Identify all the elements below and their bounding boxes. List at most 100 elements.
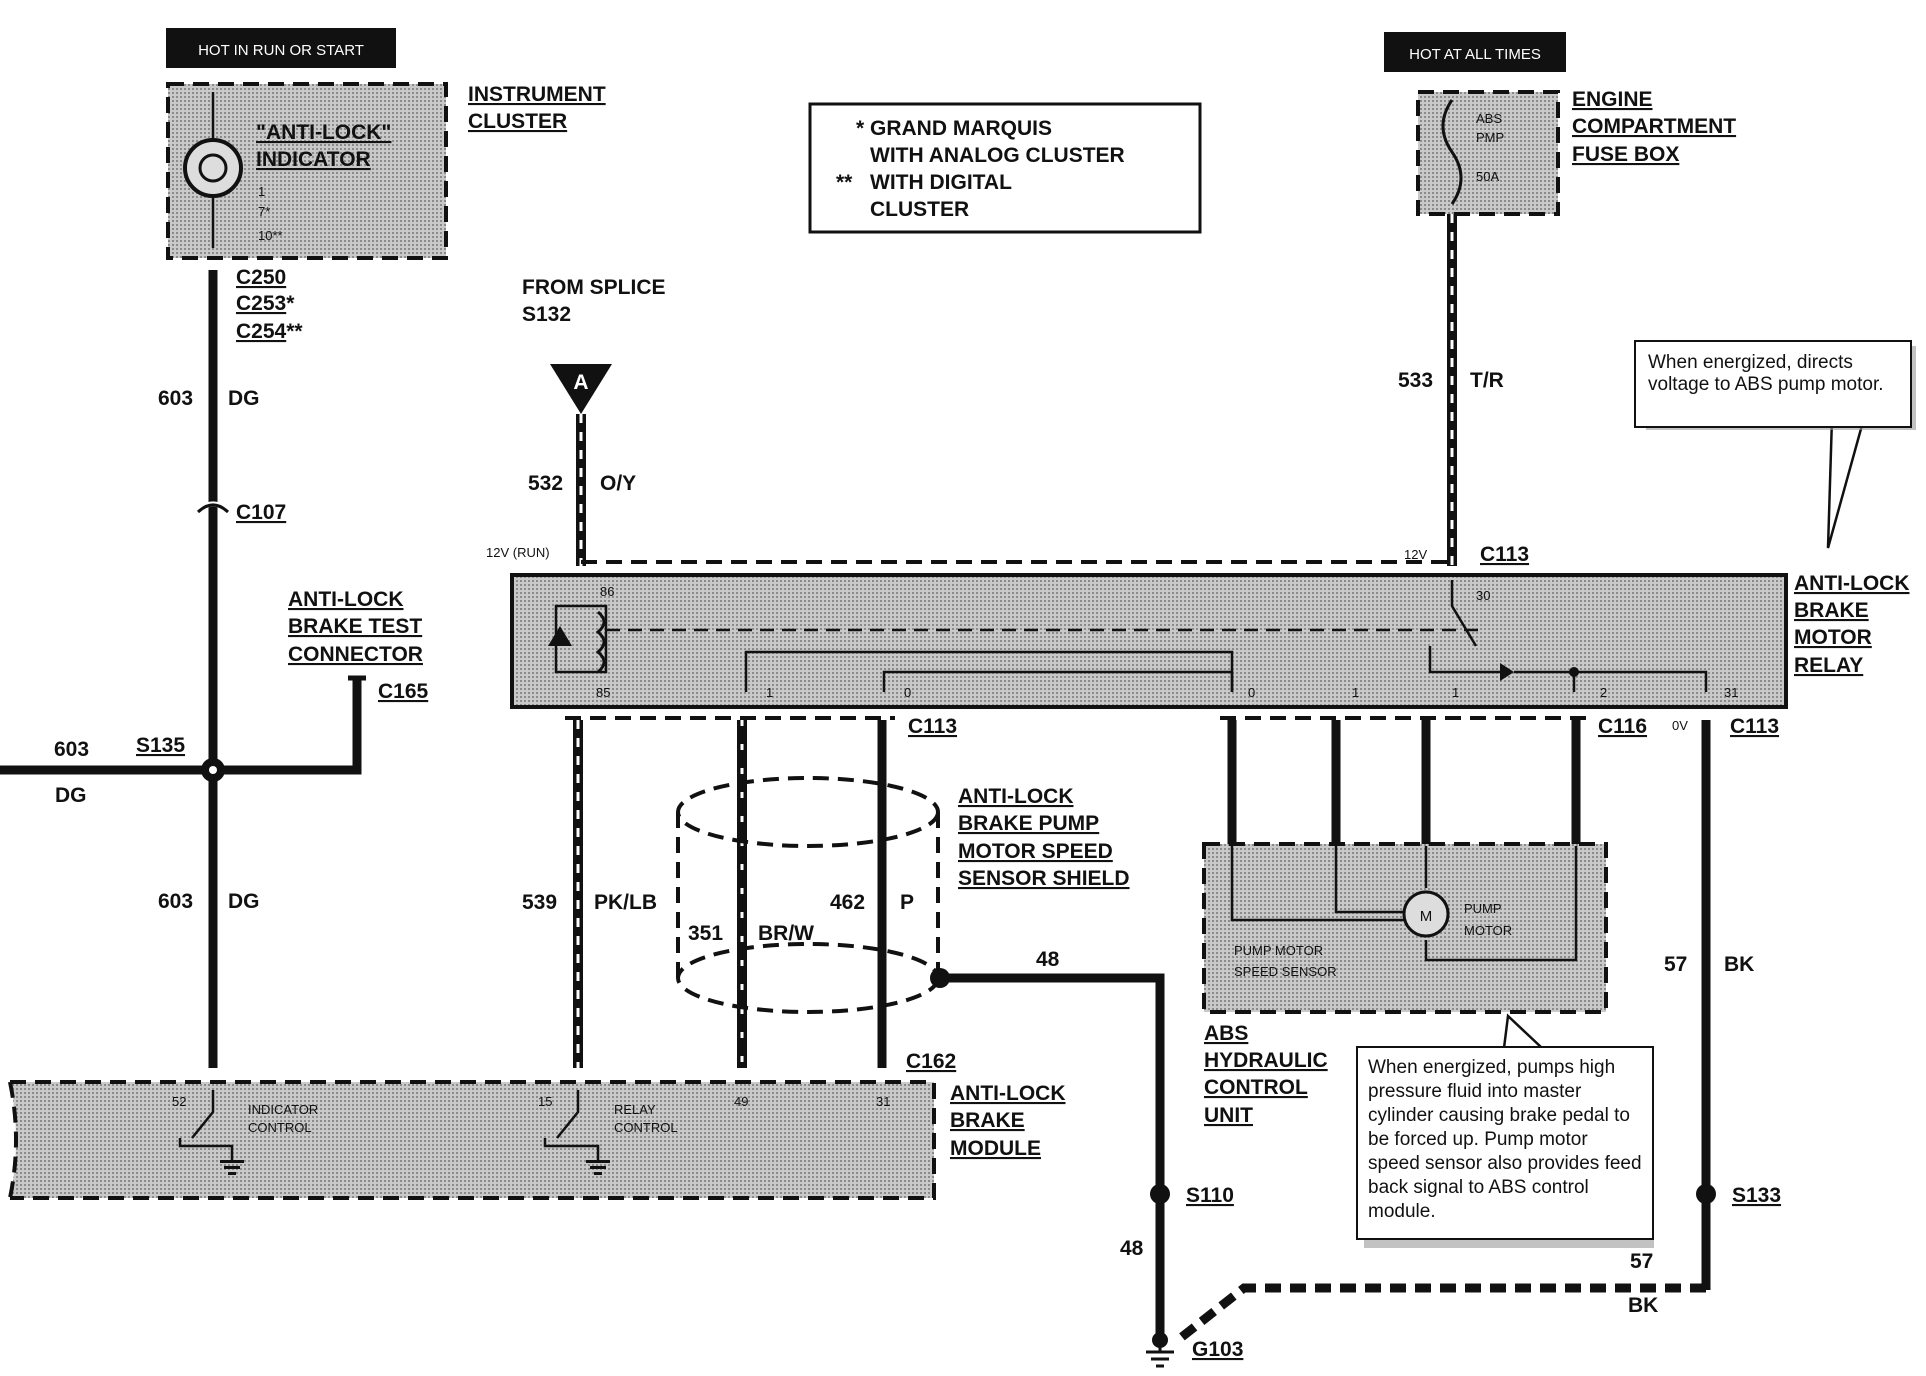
svg-text:539: 539: [522, 891, 557, 914]
svg-text:BRAKE: BRAKE: [1794, 599, 1869, 622]
svg-text:HYDRAULIC: HYDRAULIC: [1204, 1049, 1328, 1072]
svg-text:31: 31: [876, 1094, 890, 1109]
svg-text:BK: BK: [1628, 1294, 1658, 1317]
svg-text:ABS: ABS: [1476, 111, 1502, 126]
svg-text:PMP: PMP: [1476, 130, 1504, 145]
ground-g103: G103: [1192, 1338, 1243, 1361]
svg-text:CONTROL: CONTROL: [614, 1120, 678, 1135]
fuse-icon: [1441, 99, 1463, 205]
splice-s110: S110: [1186, 1184, 1234, 1207]
svg-text:A: A: [573, 371, 588, 394]
svg-text:WITH DIGITAL: WITH DIGITAL: [870, 171, 1012, 194]
anti-lock-lamp-icon: [183, 138, 243, 198]
svg-text:FUSE BOX: FUSE BOX: [1572, 143, 1679, 166]
svg-text:DG: DG: [228, 387, 260, 410]
svg-text:INDICATOR: INDICATOR: [248, 1102, 318, 1117]
pump-motor-icon: [1402, 890, 1450, 938]
svg-text:MOTOR: MOTOR: [1464, 923, 1512, 938]
svg-text:351: 351: [688, 922, 723, 945]
svg-text:GRAND MARQUIS: GRAND MARQUIS: [870, 117, 1052, 140]
abs-motor-relay: [510, 560, 1788, 709]
connector-c107: C107: [236, 501, 286, 524]
model-note: * GRAND MARQUIS WITH ANALOG CLUSTER ** W…: [808, 102, 1202, 234]
instrument-cluster: "ANTI-LOCK" INDICATOR 1 7* 10**: [166, 82, 448, 260]
svg-text:HOT AT ALL TIMES: HOT AT ALL TIMES: [1409, 46, 1541, 63]
svg-text:15: 15: [538, 1094, 552, 1109]
hot-run-start-label: HOT IN RUN OR START: [166, 28, 396, 68]
connector-c165: C165: [378, 680, 429, 703]
svg-text:0: 0: [1248, 685, 1255, 700]
svg-text:462: 462: [830, 891, 865, 914]
instrument-cluster-title: INSTRUMENT: [468, 83, 606, 106]
svg-text:*: *: [856, 117, 865, 140]
wire-603-dg: [0, 270, 366, 1068]
svg-text:49: 49: [734, 1094, 748, 1109]
connector-c113-left: C113: [908, 715, 957, 738]
relay-coil-icon: [595, 610, 606, 674]
svg-text:48: 48: [1036, 948, 1060, 971]
svg-text:BRAKE PUMP: BRAKE PUMP: [958, 812, 1099, 835]
svg-text:DG: DG: [228, 890, 260, 913]
svg-text:**: **: [836, 171, 853, 194]
indicator-control-switch-icon: [178, 1090, 234, 1162]
svg-text:CLUSTER: CLUSTER: [870, 198, 969, 221]
svg-text:CONTROL: CONTROL: [248, 1120, 312, 1135]
splice-s135: S135: [136, 734, 185, 757]
svg-text:CLUSTER: CLUSTER: [468, 110, 567, 133]
svg-text:1: 1: [1352, 685, 1359, 700]
svg-text:COMPARTMENT: COMPARTMENT: [1572, 115, 1736, 138]
connector-c162: C162: [906, 1050, 956, 1073]
fuse-box-title: ENGINE: [1572, 88, 1653, 111]
connector-c113-right: C113: [1730, 715, 1779, 738]
svg-text:57: 57: [1664, 953, 1687, 976]
svg-text:50A: 50A: [1476, 169, 1499, 184]
shield-title: ANTI-LOCK: [958, 785, 1073, 808]
hcu-callout: When energized, pumps high pressure flui…: [1356, 1046, 1654, 1240]
hot-all-times-label: HOT AT ALL TIMES: [1384, 32, 1566, 72]
test-connector-title: ANTI-LOCK: [288, 588, 403, 611]
svg-text:SENSOR SHIELD: SENSOR SHIELD: [958, 867, 1130, 890]
svg-text:MODULE: MODULE: [950, 1137, 1041, 1160]
svg-text:48: 48: [1120, 1237, 1144, 1260]
svg-text:1: 1: [1452, 685, 1459, 700]
svg-text:MOTOR SPEED: MOTOR SPEED: [958, 840, 1113, 863]
relay-diode-icon: [548, 626, 572, 646]
svg-text:S132: S132: [522, 303, 571, 326]
svg-text:85: 85: [596, 685, 610, 700]
relay-control-switch-icon: [543, 1090, 600, 1162]
svg-text:86: 86: [600, 584, 614, 599]
svg-text:M: M: [1420, 908, 1433, 925]
relay-callout: When energized, directs voltage to ABS p…: [1634, 340, 1912, 428]
svg-text:7*: 7*: [258, 204, 270, 219]
svg-text:PUMP: PUMP: [1464, 901, 1502, 916]
connector-c250: C250: [236, 266, 286, 289]
svg-text:BRAKE TEST: BRAKE TEST: [288, 615, 422, 638]
abs-hydraulic-control-unit: M PUMP MOTOR PUMP MOTOR SPEED SENSOR: [1202, 842, 1608, 1014]
from-splice-label: FROM SPLICE: [522, 276, 666, 299]
svg-text:SPEED SENSOR: SPEED SENSOR: [1234, 964, 1337, 979]
svg-text:CONTROL: CONTROL: [1204, 1076, 1308, 1099]
connector-c253: C253*: [236, 292, 295, 315]
svg-text:RELAY: RELAY: [614, 1102, 656, 1117]
anti-lock-brake-module: [8, 1080, 936, 1200]
svg-text:T/R: T/R: [1470, 369, 1504, 392]
svg-text:DG: DG: [55, 784, 87, 807]
svg-text:UNIT: UNIT: [1204, 1104, 1253, 1127]
hcu-title: ABS: [1204, 1022, 1248, 1045]
svg-text:WITH ANALOG CLUSTER: WITH ANALOG CLUSTER: [870, 144, 1125, 167]
svg-text:533: 533: [1398, 369, 1433, 392]
svg-text:CONNECTOR: CONNECTOR: [288, 643, 423, 666]
svg-text:603: 603: [54, 738, 89, 761]
svg-text:603: 603: [158, 890, 193, 913]
wire-57-bk: [1175, 720, 1716, 1344]
svg-text:1: 1: [258, 184, 265, 199]
svg-text:12V: 12V: [1404, 547, 1427, 562]
svg-text:INDICATOR: INDICATOR: [256, 148, 371, 171]
svg-text:RELAY: RELAY: [1794, 654, 1863, 677]
ground-g103-icon: [1146, 1332, 1174, 1368]
indicator-label: "ANTI-LOCK": [256, 121, 391, 144]
connector-c113-top: C113: [1480, 543, 1529, 566]
fuse-box: ABS PMP 50A: [1416, 90, 1560, 216]
